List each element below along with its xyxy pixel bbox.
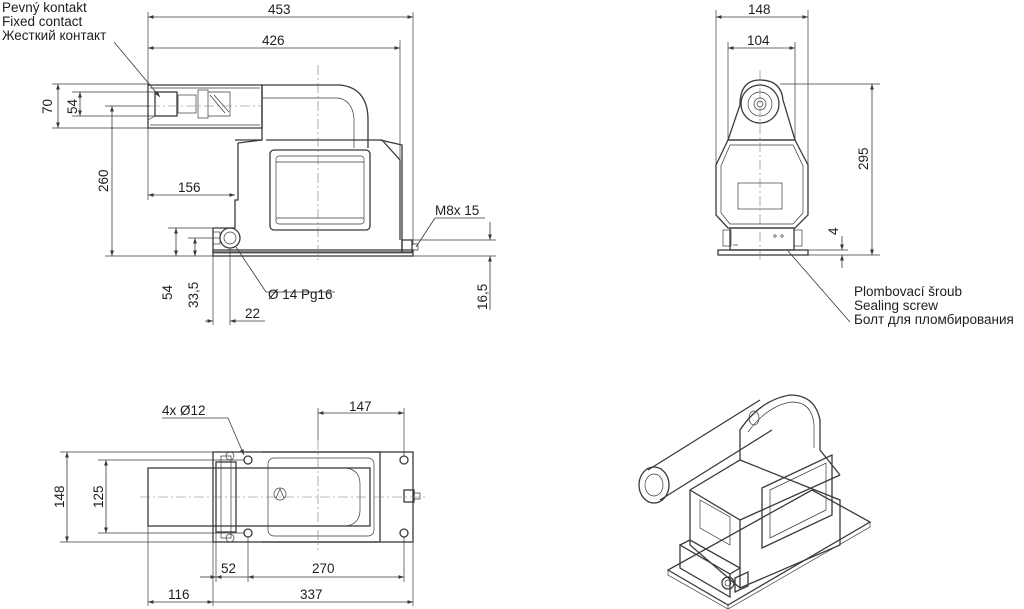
dim-33-5: 33,5	[186, 282, 201, 308]
gland-label: Ø 14 Pg16	[268, 287, 333, 302]
dim-22: 22	[245, 306, 260, 321]
contact-label-ru: Жесткий контакт	[2, 28, 106, 43]
top-dims: 147 4x Ø12 148 125 52 270 116 337	[52, 399, 414, 606]
thread-label: M8x 15	[435, 203, 479, 218]
contact-label-cz: Pevný kontakt	[2, 0, 87, 15]
dim-4: 4	[826, 227, 841, 235]
dim-70: 70	[40, 99, 55, 114]
contact-label-en: Fixed contact	[2, 14, 83, 29]
dim-125: 125	[91, 485, 106, 508]
dim-337: 337	[300, 587, 323, 602]
fixed-contact-label-group: Pevný kontakt Fixed contact Жесткий конт…	[2, 0, 161, 98]
dim-148-top: 148	[52, 485, 67, 508]
seal-label-cz: Plombovací šroub	[854, 284, 962, 299]
seal-label-group: Plombovací šroub Sealing screw Болт для …	[854, 284, 1014, 327]
dim-426: 426	[262, 33, 285, 48]
dim-16-5: 16,5	[475, 284, 490, 310]
dim-54-bottom: 54	[160, 284, 175, 300]
dim-116: 116	[168, 587, 190, 602]
holes-label: 4x Ø12	[162, 403, 206, 418]
seal-label-ru: Болт для пломбирования	[854, 312, 1014, 327]
dim-148-side: 148	[748, 2, 771, 17]
dim-453: 453	[268, 2, 291, 17]
dim-260: 260	[96, 169, 111, 192]
dim-54-top: 54	[65, 98, 80, 114]
dim-295: 295	[856, 147, 871, 170]
front-dims: 453 426 70 54 260 156 54 33,5	[40, 2, 496, 325]
dim-147: 147	[349, 399, 372, 414]
side-dims: 148 104 295 4	[715, 2, 880, 323]
dim-104: 104	[747, 33, 770, 48]
isometric-view	[638, 394, 872, 609]
front-view	[147, 65, 419, 262]
dim-156: 156	[178, 180, 201, 195]
top-view	[140, 440, 425, 550]
dim-52: 52	[221, 561, 236, 576]
side-view	[715, 70, 809, 262]
dim-270: 270	[312, 561, 335, 576]
seal-label-en: Sealing screw	[854, 298, 938, 313]
